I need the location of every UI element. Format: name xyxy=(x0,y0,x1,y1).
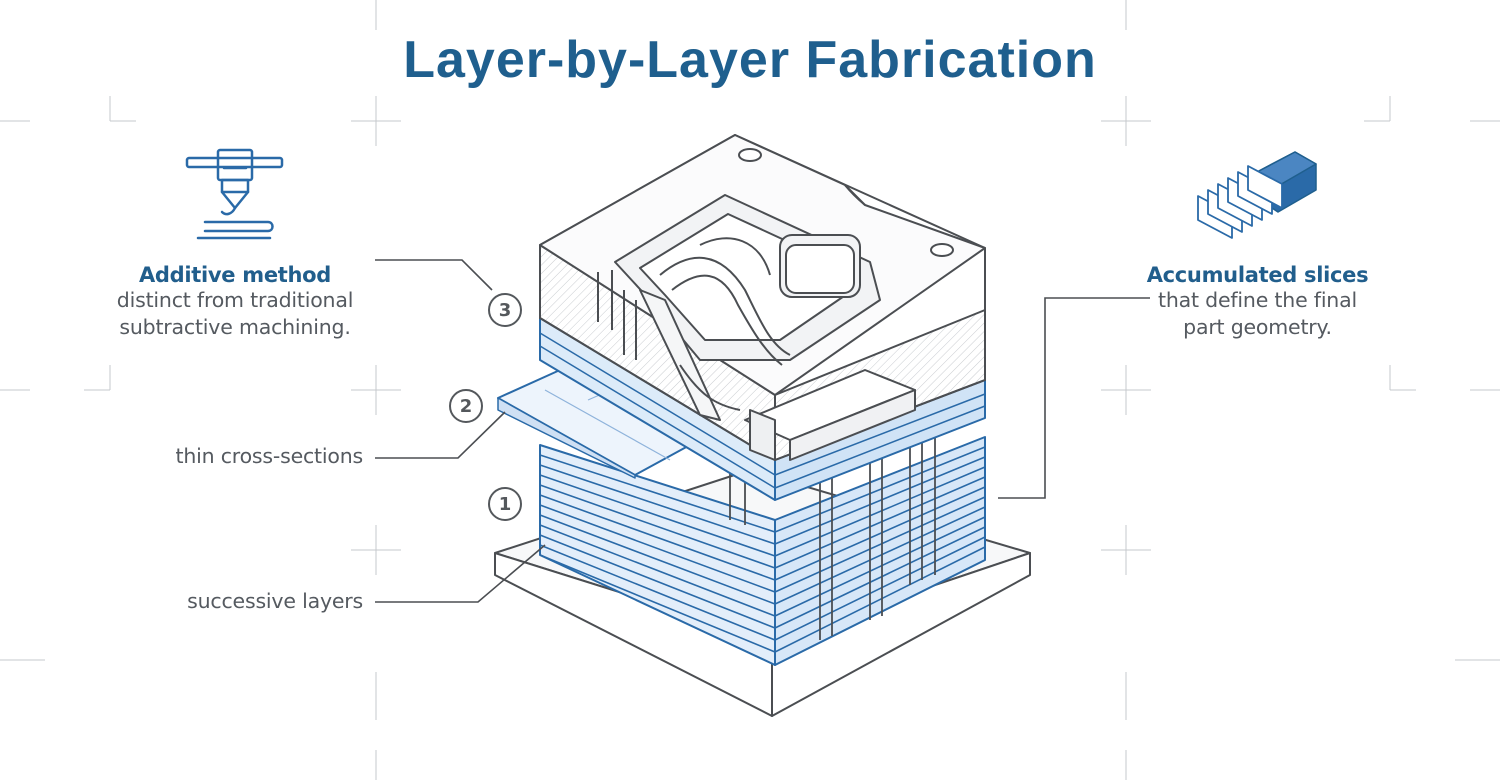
svg-text:1: 1 xyxy=(499,494,512,515)
page-title: Layer-by-Layer Fabrication xyxy=(403,31,1097,89)
additive-method-note: Additive method distinct from traditiona… xyxy=(100,263,370,341)
accumulated-slices-line-1: that define the final xyxy=(1158,288,1357,312)
additive-method-line-1: distinct from traditional xyxy=(116,288,354,312)
successive-layer-stack xyxy=(539,400,986,666)
successive-layers-label: successive layers xyxy=(187,589,363,613)
accumulated-slices-note: Accumulated slices that define the final… xyxy=(1130,263,1385,341)
additive-method-line-2: subtractive machining. xyxy=(119,315,351,339)
nozzle-extruder-icon xyxy=(185,148,284,240)
additive-method-heading: Additive method xyxy=(138,263,332,287)
thin-cross-sections-label: thin cross-sections xyxy=(175,444,364,468)
mold-top-block xyxy=(539,134,986,461)
accumulated-slices-heading: Accumulated slices xyxy=(1146,263,1369,287)
accumulated-slices-line-2: part geometry. xyxy=(1183,315,1332,339)
svg-text:2: 2 xyxy=(460,396,473,417)
stacked-slices-icon xyxy=(1197,151,1317,239)
svg-text:3: 3 xyxy=(499,300,512,321)
step-marker-2: 2 xyxy=(449,389,483,423)
leader-lines xyxy=(375,259,1150,603)
step-marker-3: 3 xyxy=(488,293,522,327)
step-marker-1: 1 xyxy=(488,487,522,521)
